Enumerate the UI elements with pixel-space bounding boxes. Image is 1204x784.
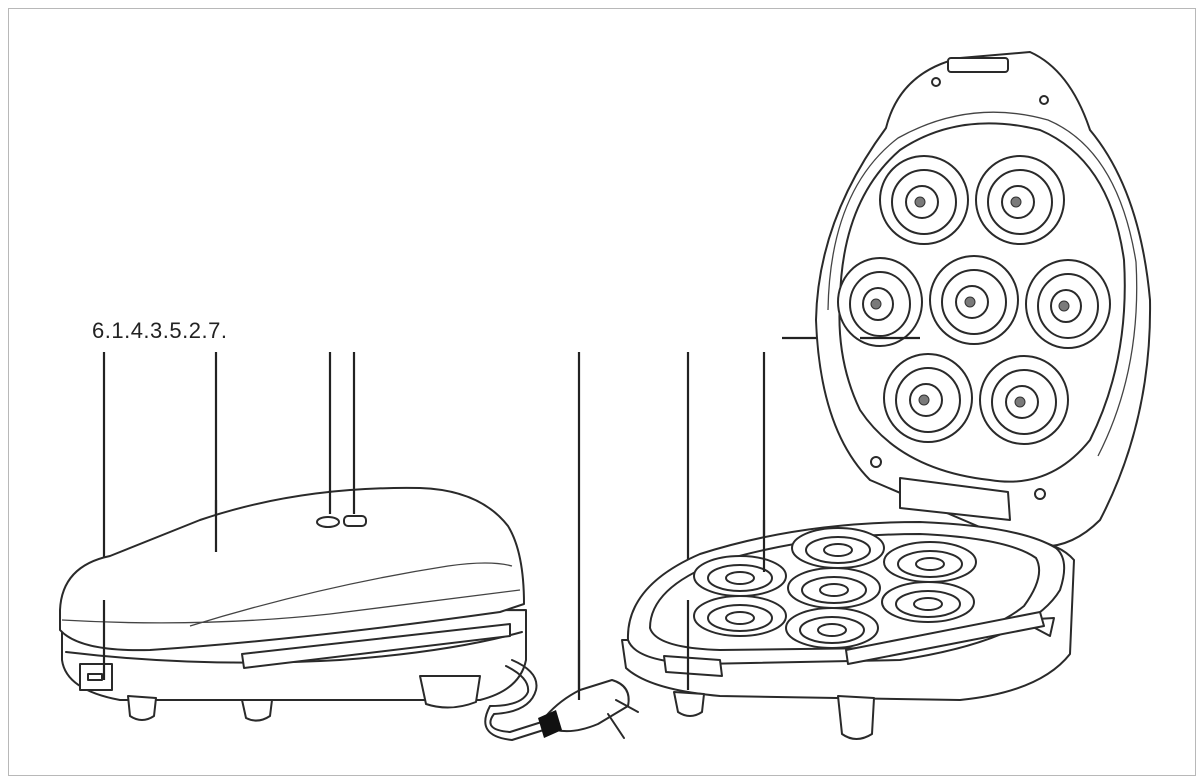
open-lid-rim xyxy=(827,111,1138,457)
closed-lid-crease xyxy=(189,562,513,627)
base-handle xyxy=(663,655,723,677)
closed-foot-mid xyxy=(241,699,273,722)
plug-pin-1 xyxy=(615,699,639,713)
lid-screw xyxy=(870,456,882,468)
closed-latch xyxy=(79,663,113,691)
lid-screw xyxy=(1034,488,1046,500)
upper-molds xyxy=(837,155,1111,445)
closed-foot-left xyxy=(127,695,157,721)
donut-mold xyxy=(881,581,975,623)
donut-mold xyxy=(693,595,787,637)
latch-button xyxy=(87,673,103,681)
closed-foot-right xyxy=(419,675,481,709)
hinge xyxy=(899,477,1011,521)
donut-mold xyxy=(979,355,1069,445)
open-lid-inner xyxy=(838,122,1126,483)
power-cord xyxy=(484,659,639,741)
open-foot-right xyxy=(837,695,875,740)
closed-lid-rim xyxy=(61,589,521,624)
donut-mold xyxy=(791,527,885,569)
closed-appliance xyxy=(59,486,527,722)
donut-mold xyxy=(929,255,1019,345)
plug-pin-2 xyxy=(607,713,625,739)
donut-mold xyxy=(975,155,1065,245)
donut-mold xyxy=(837,257,923,347)
donut-mold xyxy=(1025,259,1111,349)
donut-mold xyxy=(883,353,973,443)
lid-screw xyxy=(931,77,941,87)
closed-lid xyxy=(59,486,525,652)
closed-seam xyxy=(65,631,523,664)
plug-strain-relief xyxy=(538,710,562,738)
cord-inner xyxy=(484,665,551,741)
leader-line-overlays xyxy=(102,336,920,700)
donut-mold xyxy=(787,567,881,609)
indicator-light-ready xyxy=(343,515,367,527)
lower-molds xyxy=(693,527,977,649)
part-number-sequence: 6.1.4.3.5.2.7. xyxy=(92,318,228,343)
base-side-handle xyxy=(845,611,1045,665)
open-foot-left xyxy=(673,691,705,717)
cord-outer xyxy=(489,659,549,733)
donut-mold xyxy=(785,607,879,649)
lid-latch xyxy=(947,57,1009,73)
lid-screw xyxy=(1039,95,1049,105)
donut-mold xyxy=(693,555,787,597)
figure-frame xyxy=(8,8,1196,776)
plug-body xyxy=(545,679,630,733)
donut-mold xyxy=(883,541,977,583)
open-appliance xyxy=(621,51,1152,740)
indicator-light-power xyxy=(316,516,340,528)
donut-mold xyxy=(879,155,969,245)
closed-handle-strip xyxy=(241,623,511,669)
